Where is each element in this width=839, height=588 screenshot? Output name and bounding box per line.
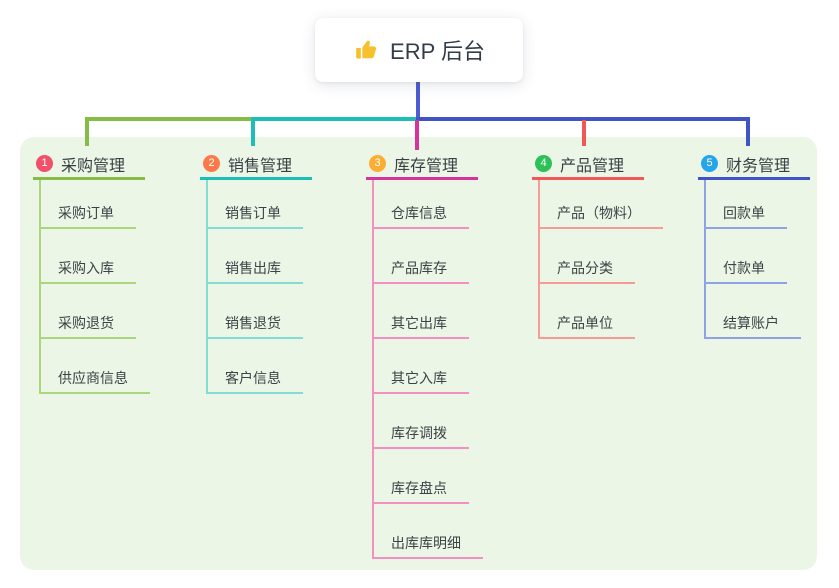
child-node[interactable]: 采购入库 bbox=[41, 229, 136, 284]
child-node[interactable]: 回款单 bbox=[706, 180, 787, 229]
branch-children: 仓库信息 产品库存 其它出库 其它入库 库存调拨 库存盘点 出库库明细 bbox=[372, 180, 483, 559]
branch-title: 采购管理 bbox=[61, 157, 126, 175]
child-node[interactable]: 仓库信息 bbox=[374, 180, 469, 229]
child-node[interactable]: 产品库存 bbox=[374, 229, 469, 284]
branch-sales: 2 销售管理 销售订单 销售出库 销售退货 客户信息 bbox=[200, 150, 312, 394]
branch-title: 产品管理 bbox=[560, 157, 625, 175]
branch-header-purchase[interactable]: 1 采购管理 bbox=[33, 150, 145, 180]
child-node[interactable]: 销售订单 bbox=[208, 180, 303, 229]
child-node[interactable]: 产品单位 bbox=[540, 284, 635, 339]
child-node[interactable]: 产品分类 bbox=[540, 229, 635, 284]
branch-number-badge: 4 bbox=[535, 155, 552, 172]
connector-branch-2-drop bbox=[251, 117, 255, 146]
thumbs-up-icon bbox=[356, 40, 377, 59]
branch-header-sales[interactable]: 2 销售管理 bbox=[200, 150, 312, 180]
child-node[interactable]: 销售退货 bbox=[208, 284, 303, 339]
branch-children: 销售订单 销售出库 销售退货 客户信息 bbox=[206, 180, 312, 394]
child-node[interactable]: 付款单 bbox=[706, 229, 787, 284]
branch-number-badge: 1 bbox=[36, 155, 53, 172]
child-node[interactable]: 结算账户 bbox=[706, 284, 801, 339]
branch-title: 销售管理 bbox=[228, 157, 293, 175]
connector-branch-5-drop bbox=[746, 117, 750, 146]
child-node[interactable]: 产品（物料） bbox=[540, 180, 663, 229]
child-node[interactable]: 销售出库 bbox=[208, 229, 303, 284]
branch-children: 采购订单 采购入库 采购退货 供应商信息 bbox=[39, 180, 150, 394]
connector-branch-3-drop bbox=[415, 120, 419, 150]
branch-product: 4 产品管理 产品（物料） 产品分类 产品单位 bbox=[532, 150, 663, 339]
branch-title: 财务管理 bbox=[726, 157, 791, 175]
child-node[interactable]: 供应商信息 bbox=[41, 339, 150, 394]
branch-number-badge: 5 bbox=[701, 155, 718, 172]
child-node[interactable]: 其它入库 bbox=[374, 339, 469, 394]
branch-header-product[interactable]: 4 产品管理 bbox=[532, 150, 644, 180]
connector-branch-4-drop bbox=[582, 120, 586, 146]
child-node[interactable]: 出库库明细 bbox=[374, 504, 483, 559]
branch-header-inventory[interactable]: 3 库存管理 bbox=[366, 150, 478, 180]
branch-header-finance[interactable]: 5 财务管理 bbox=[698, 150, 810, 180]
branch-number-badge: 3 bbox=[369, 155, 386, 172]
branch-inventory: 3 库存管理 仓库信息 产品库存 其它出库 其它入库 库存调拨 库存盘点 出库库… bbox=[366, 150, 483, 559]
child-node[interactable]: 其它出库 bbox=[374, 284, 469, 339]
background-panel bbox=[20, 137, 817, 570]
child-node[interactable]: 库存调拨 bbox=[374, 394, 469, 449]
connector-branch-5-horizontal bbox=[416, 117, 750, 121]
branch-title: 库存管理 bbox=[394, 157, 459, 175]
branch-children: 产品（物料） 产品分类 产品单位 bbox=[538, 180, 663, 339]
root-label: ERP 后台 bbox=[390, 39, 485, 64]
branch-finance: 5 财务管理 回款单 付款单 结算账户 bbox=[698, 150, 810, 339]
connector-branch-1-horizontal bbox=[85, 117, 253, 121]
child-node[interactable]: 客户信息 bbox=[208, 339, 303, 394]
branch-children: 回款单 付款单 结算账户 bbox=[704, 180, 810, 339]
child-node[interactable]: 采购订单 bbox=[41, 180, 136, 229]
branch-number-badge: 2 bbox=[203, 155, 220, 172]
child-node[interactable]: 库存盘点 bbox=[374, 449, 469, 504]
branch-purchase: 1 采购管理 采购订单 采购入库 采购退货 供应商信息 bbox=[33, 150, 150, 394]
root-node[interactable]: ERP 后台 bbox=[315, 18, 523, 82]
connector-branch-1-drop bbox=[85, 117, 89, 146]
connector-root-drop bbox=[416, 82, 420, 118]
child-node[interactable]: 采购退货 bbox=[41, 284, 136, 339]
connector-branch-2-horizontal bbox=[251, 117, 418, 121]
